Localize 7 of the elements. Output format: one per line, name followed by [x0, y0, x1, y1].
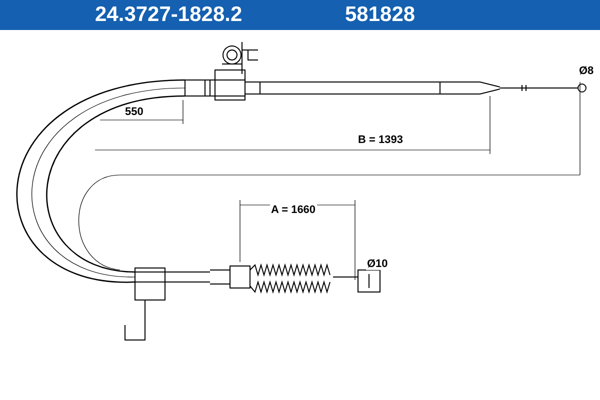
part-number: 24.3727-1828.2	[95, 3, 242, 27]
dimension-label: A = 1660	[270, 204, 317, 216]
part-number: 581828	[345, 3, 416, 27]
dimension-label: B = 1393	[357, 134, 404, 146]
dimension-label: 550	[124, 106, 144, 118]
dimension-label: Ø8	[578, 65, 595, 77]
dimension-label: Ø10	[366, 258, 389, 270]
